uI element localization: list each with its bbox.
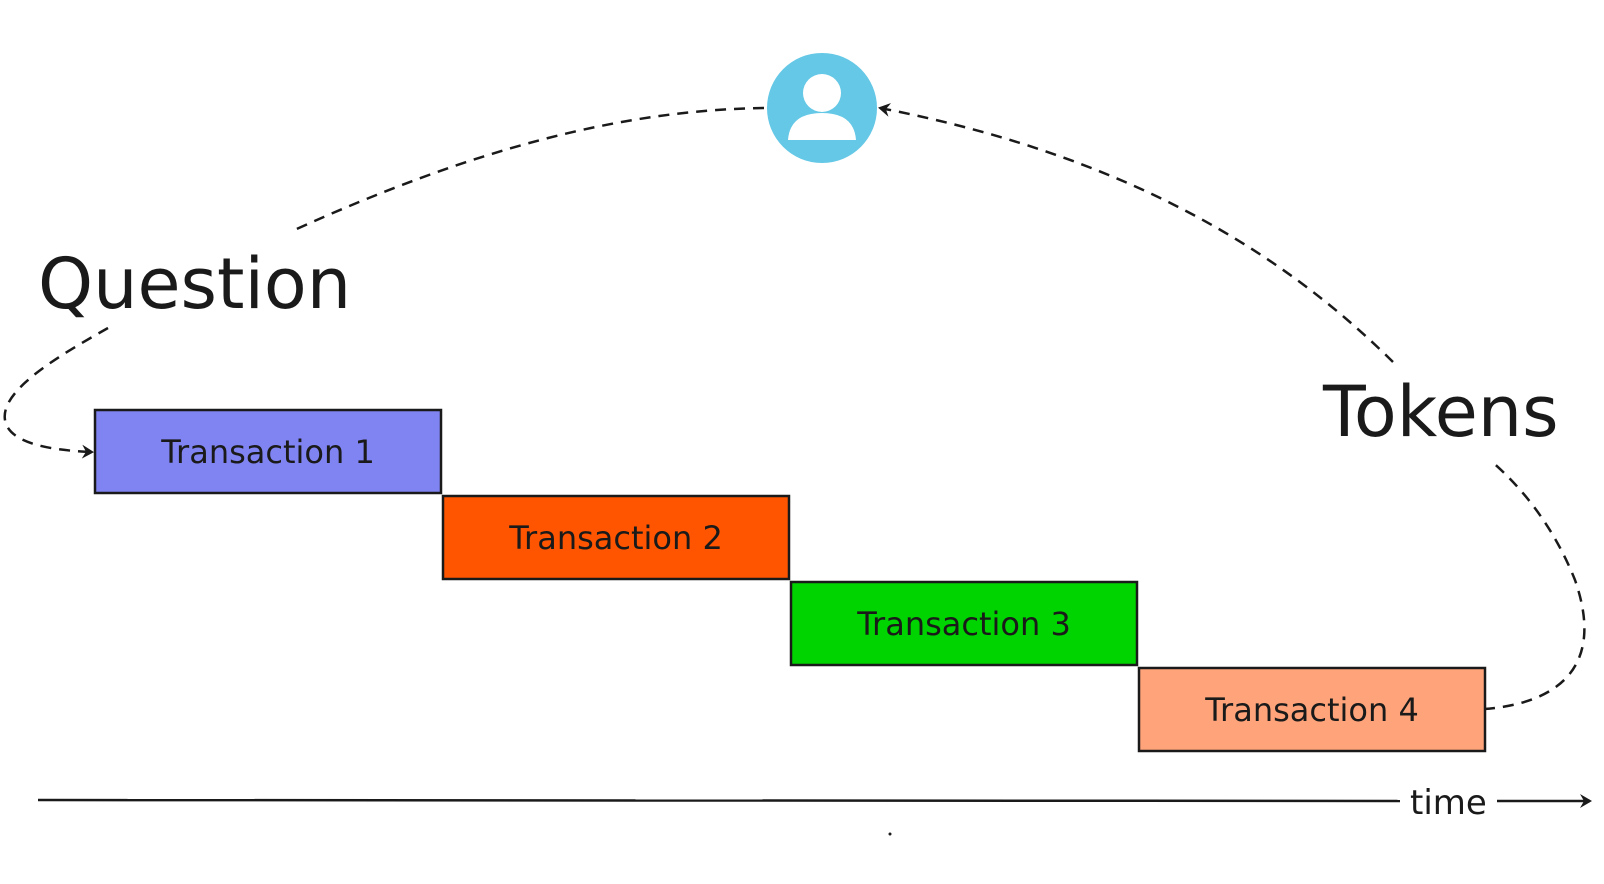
transaction-2: Transaction 2 bbox=[441, 494, 791, 581]
tokens-flow-arrow bbox=[878, 103, 1394, 363]
question-flow-arrow-lower bbox=[3, 326, 109, 459]
tokens-label: Tokens bbox=[1322, 371, 1559, 453]
transaction-3: Transaction 3 bbox=[789, 580, 1139, 667]
time-label: time bbox=[1410, 783, 1487, 823]
transaction-4: Transaction 4 bbox=[1137, 666, 1487, 753]
question-label: Question bbox=[38, 243, 351, 325]
time-axis-line bbox=[37, 798, 1401, 803]
tokens-flow-arrow-lower bbox=[1483, 459, 1586, 711]
transaction-1-label: Transaction 1 bbox=[160, 433, 375, 471]
transaction-1: Transaction 1 bbox=[93, 408, 443, 495]
transaction-4-label: Transaction 4 bbox=[1204, 691, 1419, 729]
transaction-3-label: Transaction 3 bbox=[856, 605, 1071, 643]
user-icon bbox=[767, 53, 877, 163]
dot-mark bbox=[888, 832, 892, 836]
question-flow-arrow bbox=[289, 106, 765, 234]
transaction-2-label: Transaction 2 bbox=[508, 519, 723, 557]
